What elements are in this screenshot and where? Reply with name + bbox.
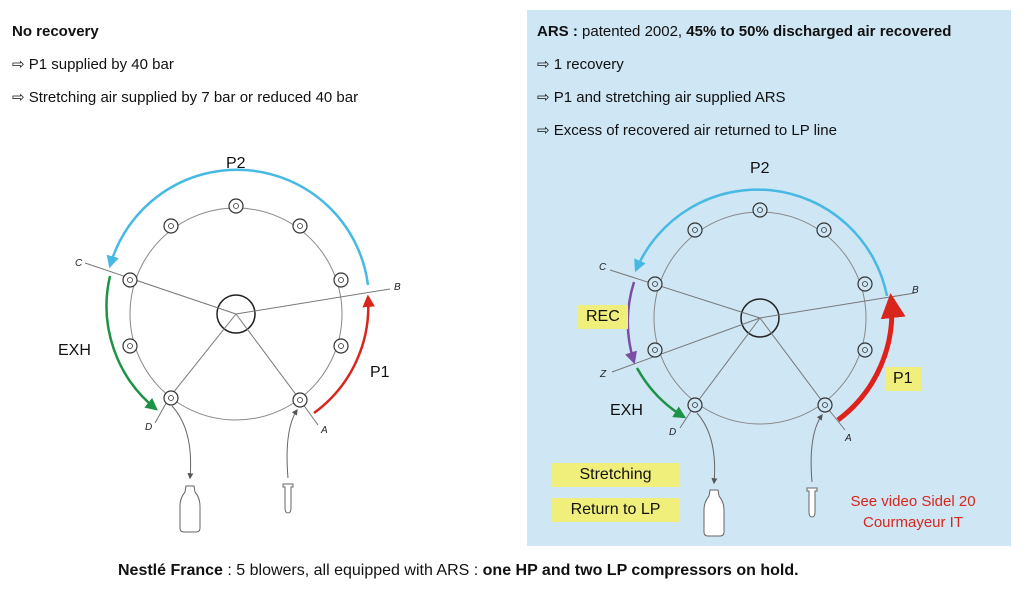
stretching-box: Stretching	[551, 463, 680, 487]
ars-panel	[527, 10, 1011, 546]
left-label-d: D	[145, 422, 153, 433]
right-wheel	[609, 188, 916, 537]
right-label-p2: P2	[750, 160, 770, 177]
right-title: ARS : patented 2002, 45% to 50% discharg…	[537, 23, 951, 41]
right-label-exh: EXH	[610, 402, 643, 419]
right-bullet-1: ⇨ 1 recovery	[537, 56, 624, 73]
right-title-highlight: 45% to 50% discharged air recovered	[686, 23, 952, 40]
return-to-lp-box: Return to LP	[551, 498, 680, 522]
footer-company: Nestlé France	[118, 562, 223, 579]
right-label-z: Z	[600, 369, 607, 380]
left-label-exh: EXH	[58, 342, 91, 359]
left-label-p1: P1	[370, 364, 390, 381]
right-bullet-3: ⇨ Excess of recovered air returned to LP…	[537, 122, 837, 139]
right-bullet-2: ⇨ P1 and stretching air supplied ARS	[537, 89, 786, 106]
right-label-d: D	[669, 427, 677, 438]
right-label-b: B	[912, 285, 919, 296]
left-label-p2: P2	[226, 155, 246, 172]
footer-highlight: one HP and two LP compressors on hold.	[482, 562, 799, 579]
left-label-b: B	[394, 282, 401, 293]
left-bullet-1: ⇨ P1 supplied by 40 bar	[12, 56, 174, 73]
left-title: No recovery	[12, 23, 99, 40]
left-wheel	[84, 168, 391, 533]
right-label-p1: P1	[885, 367, 921, 391]
footer-middle: : 5 blowers, all equipped with ARS :	[222, 562, 483, 579]
right-label-a: A	[845, 433, 852, 444]
video-note-line-2: Courmayeur IT	[862, 514, 964, 531]
left-bullet-2: ⇨ Stretching air supplied by 7 bar or re…	[12, 89, 359, 106]
video-note-line-1: See video Sidel 20	[850, 493, 976, 510]
right-label-c: C	[599, 262, 607, 273]
right-title-middle: patented 2002,	[577, 23, 687, 40]
right-title-prefix: ARS :	[537, 23, 578, 40]
right-label-rec: REC	[578, 305, 628, 329]
footer-text: Nestlé France : 5 blowers, all equipped …	[118, 562, 799, 580]
left-label-c: C	[75, 258, 83, 269]
left-label-a: A	[321, 425, 328, 436]
